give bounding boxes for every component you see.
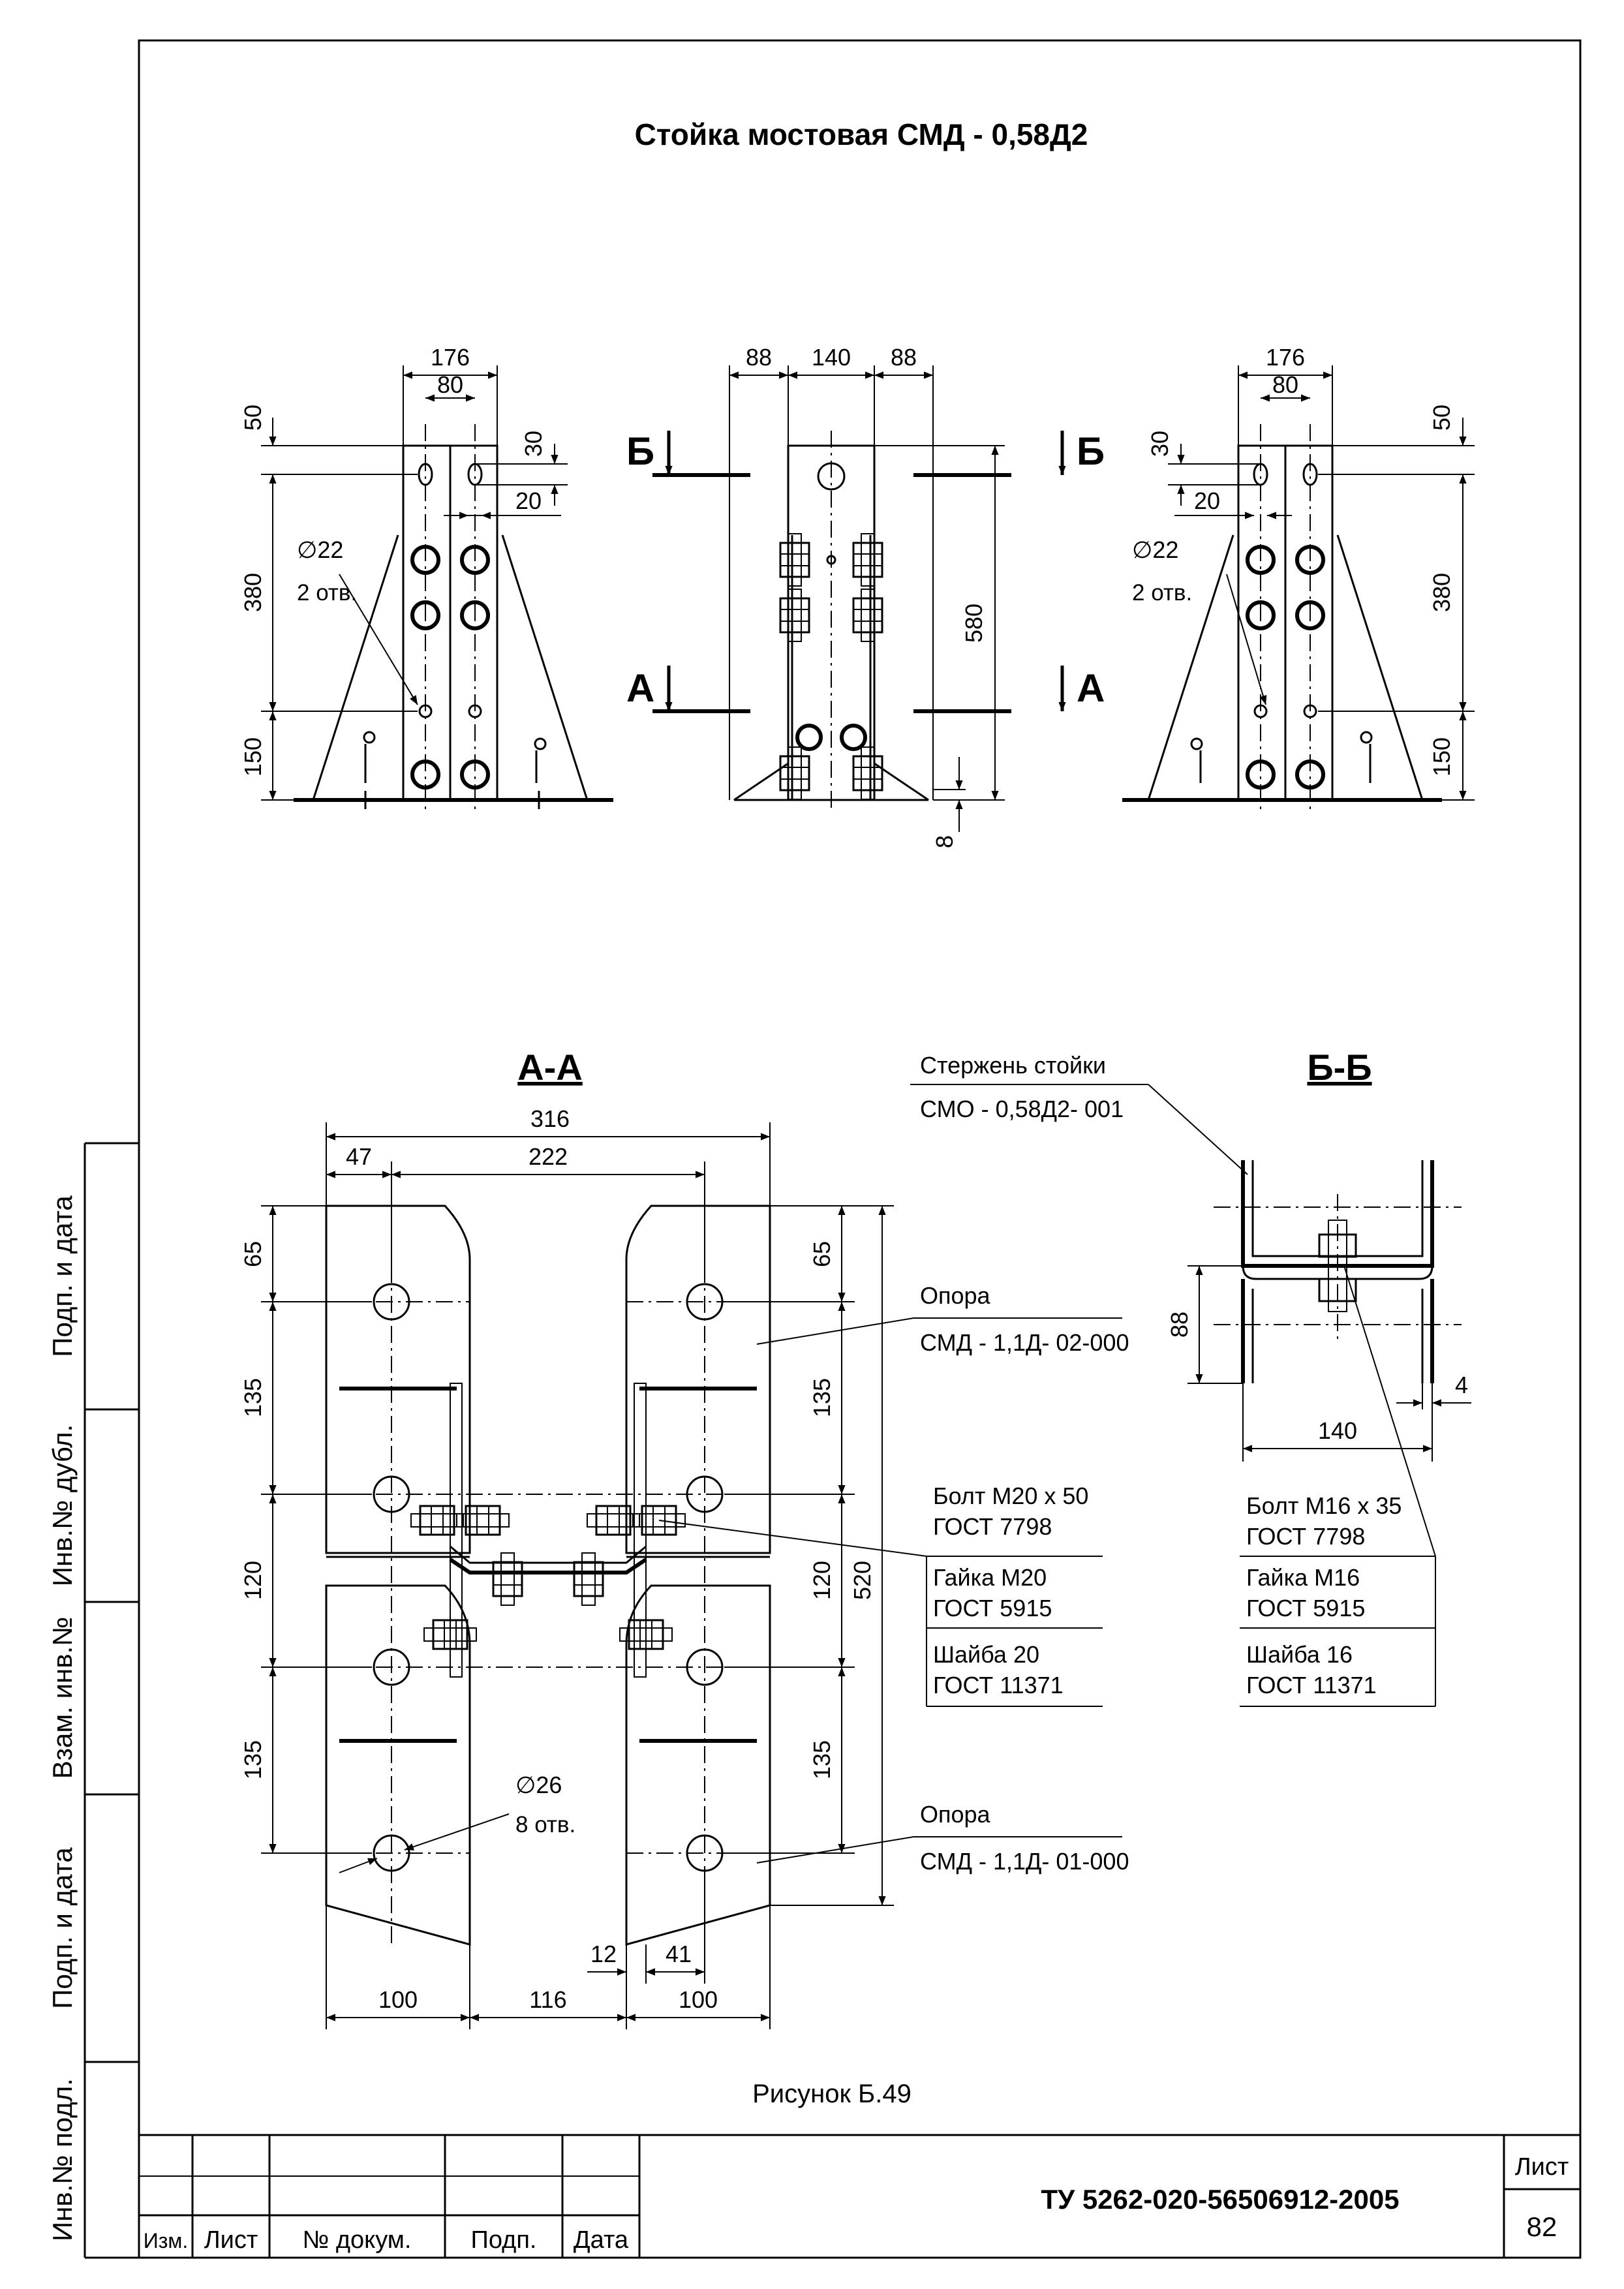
dim-140-side: 140 <box>812 344 851 371</box>
dim-65-left: 65 <box>239 1241 266 1267</box>
drawing-title: Стойка мостовая СМД - 0,58Д2 <box>635 117 1088 151</box>
hole-count-left: 2 отв. <box>297 580 357 606</box>
strip-replace-inv-no: Взам. инв.№ <box>47 1617 78 1779</box>
callout-support1-code: СМД - 1,1Д- 02-000 <box>920 1329 1129 1356</box>
dim-20-right: 20 <box>1194 487 1220 514</box>
front-view-left: 176 80 50 380 150 30 20 ∅22 2 отв. <box>239 344 613 809</box>
section-bb: 88 140 4 <box>1166 1160 1471 1462</box>
stamp-col-list: Лист <box>204 2226 258 2254</box>
callout-support2-code: СМД - 1,1Д- 01-000 <box>920 1848 1129 1875</box>
dim-65-right: 65 <box>808 1241 835 1267</box>
side-strip: Подп. и дата Инв.№ дубл. Взам. инв.№ Под… <box>47 1142 139 2259</box>
dim-316: 316 <box>530 1105 570 1132</box>
dim-12: 12 <box>590 1941 617 1967</box>
dim-580: 580 <box>960 604 987 643</box>
callout-support2-name: Опора <box>920 1801 991 1828</box>
dim-135-left-top: 135 <box>239 1378 266 1417</box>
cut-label-a-right: А <box>1077 666 1105 710</box>
figure-caption: Рисунок Б.49 <box>752 2080 912 2108</box>
callout-washer1-std: ГОСТ 11371 <box>933 1672 1064 1698</box>
dim-80-left: 80 <box>437 371 463 398</box>
dim-380-right: 380 <box>1428 573 1455 612</box>
section-bb-label: Б-Б <box>1307 1047 1371 1088</box>
dim-30-left: 30 <box>520 431 547 457</box>
dim-140-bb: 140 <box>1318 1417 1357 1444</box>
dim-120-right: 120 <box>808 1561 835 1600</box>
stamp-col-izm: Изм. <box>144 2229 189 2252</box>
dim-100-left: 100 <box>378 1986 418 2013</box>
callout-bolt2: Болт М16 х 35 <box>1246 1492 1402 1519</box>
stamp-col-podp: Подп. <box>471 2226 537 2254</box>
callout-support1-name: Опора <box>920 1282 991 1309</box>
strip-orig-inv-no: Инв.№ подл. <box>47 2078 78 2241</box>
cut-label-b-right: Б <box>1077 429 1105 473</box>
sheet-label: Лист <box>1515 2153 1569 2181</box>
callout-nut1: Гайка М20 <box>933 1564 1047 1591</box>
dim-150-left: 150 <box>239 737 266 776</box>
hole-count-aa: 8 отв. <box>515 1812 575 1837</box>
dim-176-right: 176 <box>1266 344 1305 371</box>
dim-50-left: 50 <box>239 405 266 431</box>
dim-135-right-top: 135 <box>808 1378 835 1417</box>
dim-50-right: 50 <box>1428 405 1455 431</box>
sheet-frame <box>138 39 1582 2259</box>
dim-100-right: 100 <box>679 1986 718 2013</box>
hole-diameter-left: ∅22 <box>297 536 343 563</box>
title-block: Изм. Лист № докум. Подп. Дата ТУ 5262-02… <box>139 2134 1580 2258</box>
strip-dup-inv-no: Инв.№ дубл. <box>47 1424 78 1586</box>
dim-20-left: 20 <box>515 487 542 514</box>
dim-176-left: 176 <box>431 344 470 371</box>
dim-8: 8 <box>931 835 958 848</box>
dim-520: 520 <box>849 1561 876 1600</box>
callout-washer2: Шайба 16 <box>1246 1641 1353 1668</box>
hole-diameter-right: ∅22 <box>1132 536 1178 563</box>
callout-nut2: Гайка М16 <box>1246 1564 1360 1591</box>
dim-88-bb: 88 <box>1166 1312 1193 1338</box>
dim-135-left-bottom: 135 <box>239 1740 266 1779</box>
dim-88-side-right: 88 <box>891 344 917 371</box>
section-aa-label: А-А <box>517 1047 583 1088</box>
side-view: 88 140 88 580 8 Б Б А А <box>626 344 1105 848</box>
callout-nut2-std: ГОСТ 5915 <box>1246 1595 1365 1621</box>
hole-count-right: 2 отв. <box>1132 580 1192 606</box>
dim-150-right: 150 <box>1428 737 1455 776</box>
callout-washer2-std: ГОСТ 11371 <box>1246 1672 1377 1698</box>
hole-diameter-aa: ∅26 <box>515 1772 562 1798</box>
dim-222: 222 <box>529 1143 568 1170</box>
section-aa: 316 47 222 65 135 120 135 65 135 120 520 <box>239 1105 894 2029</box>
dim-4-bb: 4 <box>1455 1372 1468 1398</box>
callout-washer1: Шайба 20 <box>933 1641 1039 1668</box>
front-view-right: 176 80 50 380 150 30 20 ∅22 2 отв. <box>1122 344 1475 809</box>
strip-signature-date-2: Подп. и дата <box>47 1847 78 2009</box>
dim-116: 116 <box>529 1986 566 2013</box>
callout-stem-code: СМО - 0,58Д2- 001 <box>920 1096 1124 1122</box>
callout-bolt1-std: ГОСТ 7798 <box>933 1513 1052 1540</box>
dim-135-right-bottom: 135 <box>808 1740 835 1779</box>
sheet-number: 82 <box>1527 2211 1557 2242</box>
dim-120-left: 120 <box>239 1561 266 1600</box>
document-code: ТУ 5262-020-56506912-2005 <box>1041 2184 1399 2215</box>
callout-bolt1: Болт М20 х 50 <box>933 1482 1088 1509</box>
strip-signature-date-1: Подп. и дата <box>47 1195 78 1357</box>
dim-88-side-left: 88 <box>746 344 772 371</box>
callouts: Стержень стойки СМО - 0,58Д2- 001 Опора … <box>658 1052 1436 1875</box>
dim-41: 41 <box>666 1941 692 1967</box>
callout-bolt2-std: ГОСТ 7798 <box>1246 1523 1365 1550</box>
cut-label-a-left: А <box>626 666 654 710</box>
stamp-col-data: Дата <box>574 2226 629 2254</box>
dim-47: 47 <box>346 1143 372 1170</box>
dim-80-right: 80 <box>1272 371 1298 398</box>
callout-nut1-std: ГОСТ 5915 <box>933 1595 1052 1621</box>
callout-stem-name: Стержень стойки <box>920 1052 1106 1079</box>
cut-label-b-left: Б <box>626 429 654 473</box>
stamp-col-doc: № докум. <box>303 2226 412 2254</box>
dim-30-right: 30 <box>1146 431 1173 457</box>
dim-380-left: 380 <box>239 573 266 612</box>
